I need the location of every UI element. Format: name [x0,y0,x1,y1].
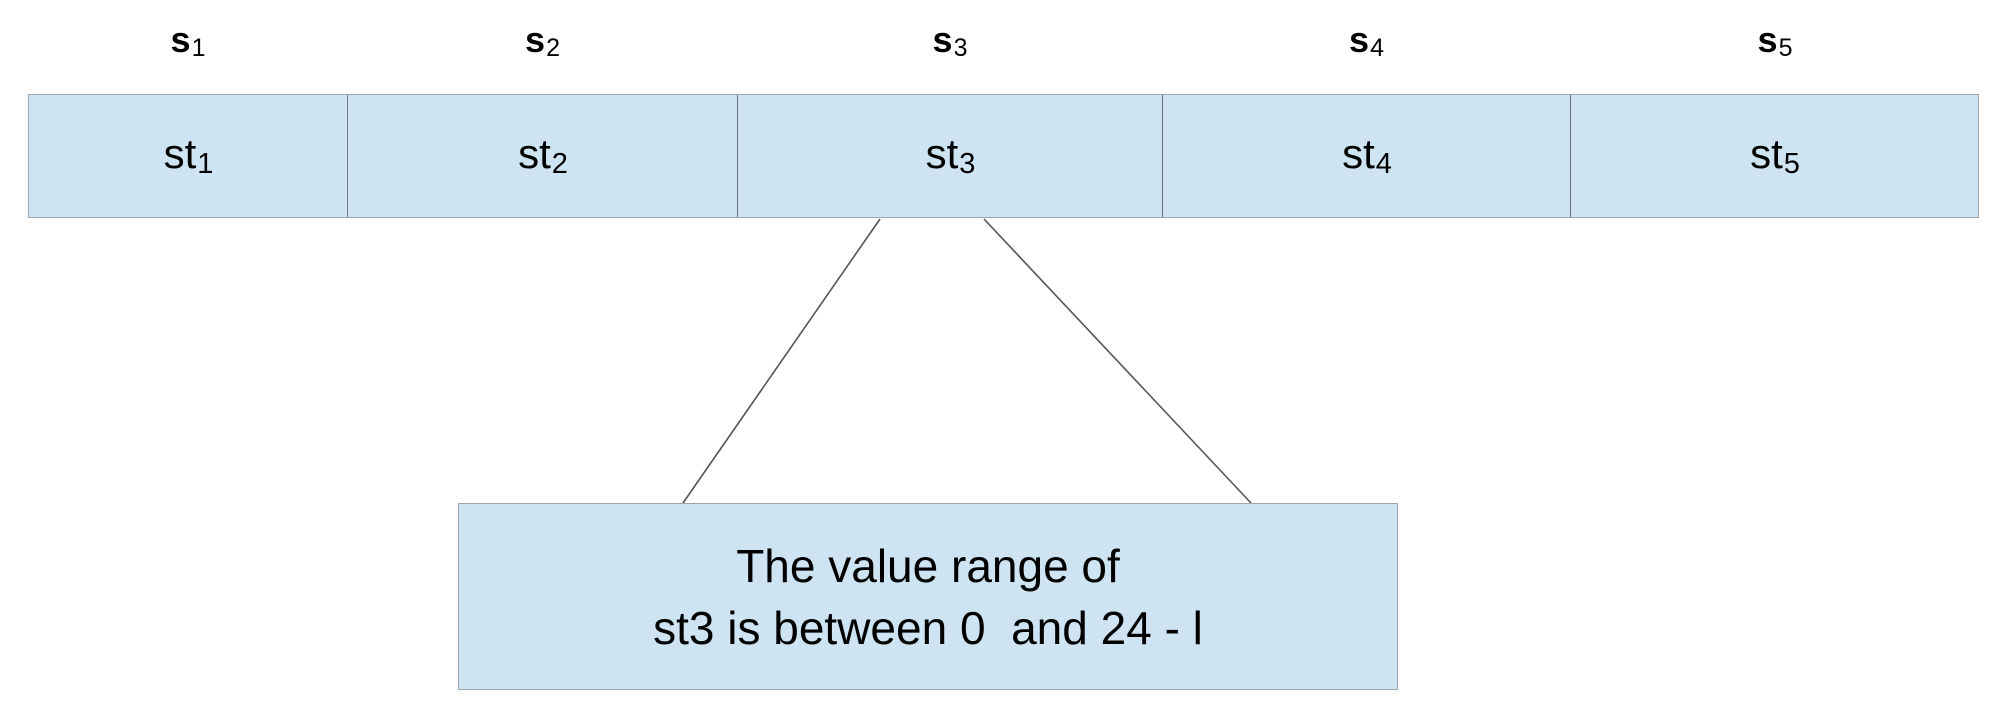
segment-label-base: s [170,19,191,60]
segment-label-s2: s2 [347,18,737,66]
timeline-segment-st2[interactable]: st2 [348,95,738,217]
callout-line-2: st3 is between 0 and 24 - l [653,601,1203,654]
segment-value-label: st5 [1750,129,1800,180]
timeline-bar: st1 st2 st3 st4 st5 [28,94,1979,218]
segment-label-subscript: 1 [191,34,206,62]
segment-value-label: st3 [925,129,976,180]
segment-value-label: st2 [518,129,568,180]
segment-label-base: s [1349,19,1370,60]
connector-line-left [682,218,881,504]
segment-label-s3: s3 [737,18,1162,66]
timeline-segment-st3[interactable]: st3 [738,95,1163,217]
callout-box: The value range of st3 is between 0 and … [458,503,1398,690]
segment-label-base: s [525,19,546,60]
segment-label-subscript: 2 [546,34,560,62]
segment-label-subscript: 4 [1370,34,1384,62]
segment-value-label: st1 [163,129,214,180]
segment-label-s4: s4 [1162,18,1570,66]
connector-line-right [983,218,1252,504]
segment-label-subscript: 5 [1778,34,1793,62]
timeline-segment-st5[interactable]: st5 [1571,95,1978,217]
segment-label-subscript: 3 [953,34,968,62]
timeline-segment-st1[interactable]: st1 [29,95,348,217]
segment-label-s1: s1 [28,18,347,66]
segment-label-s5: s5 [1570,18,1979,66]
segment-value-label: st4 [1342,129,1392,180]
timeline-segment-st4[interactable]: st4 [1163,95,1571,217]
segment-label-base: s [1757,19,1778,60]
segment-label-base: s [932,19,953,60]
callout-line-1: The value range of [736,539,1120,592]
